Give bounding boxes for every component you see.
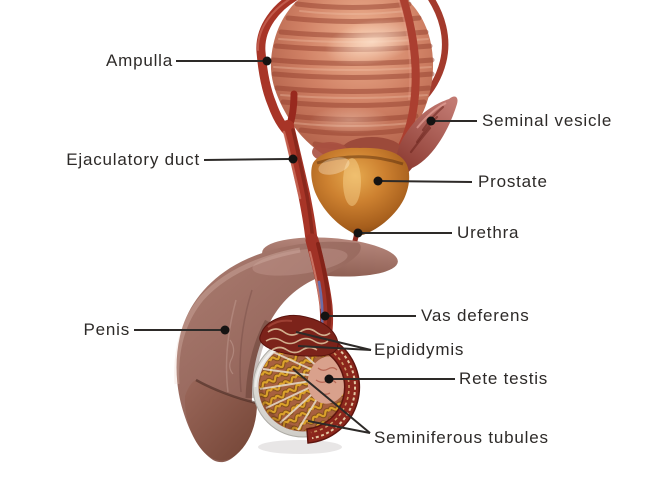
label-penis: Penis — [83, 320, 130, 339]
glans — [184, 380, 257, 461]
label-vas-deferens: Vas deferens — [421, 306, 530, 325]
seminal-vesicle-organ — [396, 96, 458, 170]
bladder — [270, 0, 435, 170]
label-urethra: Urethra — [457, 223, 520, 242]
label-prostate: Prostate — [478, 172, 548, 191]
vas-deferens-duct — [256, 0, 318, 252]
label-seminal-vesicle: Seminal vesicle — [482, 111, 613, 130]
testis-cross-section — [252, 315, 361, 454]
label-seminiferous-tubules: Seminiferous tubules — [374, 428, 549, 447]
leader-lines — [134, 60, 477, 434]
label-ampulla: Ampulla — [105, 51, 173, 70]
label-ejaculatory-duct: Ejaculatory duct — [66, 150, 200, 169]
label-rete-testis: Rete testis — [459, 369, 549, 388]
epididymis-head — [259, 315, 339, 357]
leader-dots — [220, 56, 436, 384]
prostate-organ — [311, 147, 410, 236]
label-epididymis: Epididymis — [374, 340, 465, 359]
